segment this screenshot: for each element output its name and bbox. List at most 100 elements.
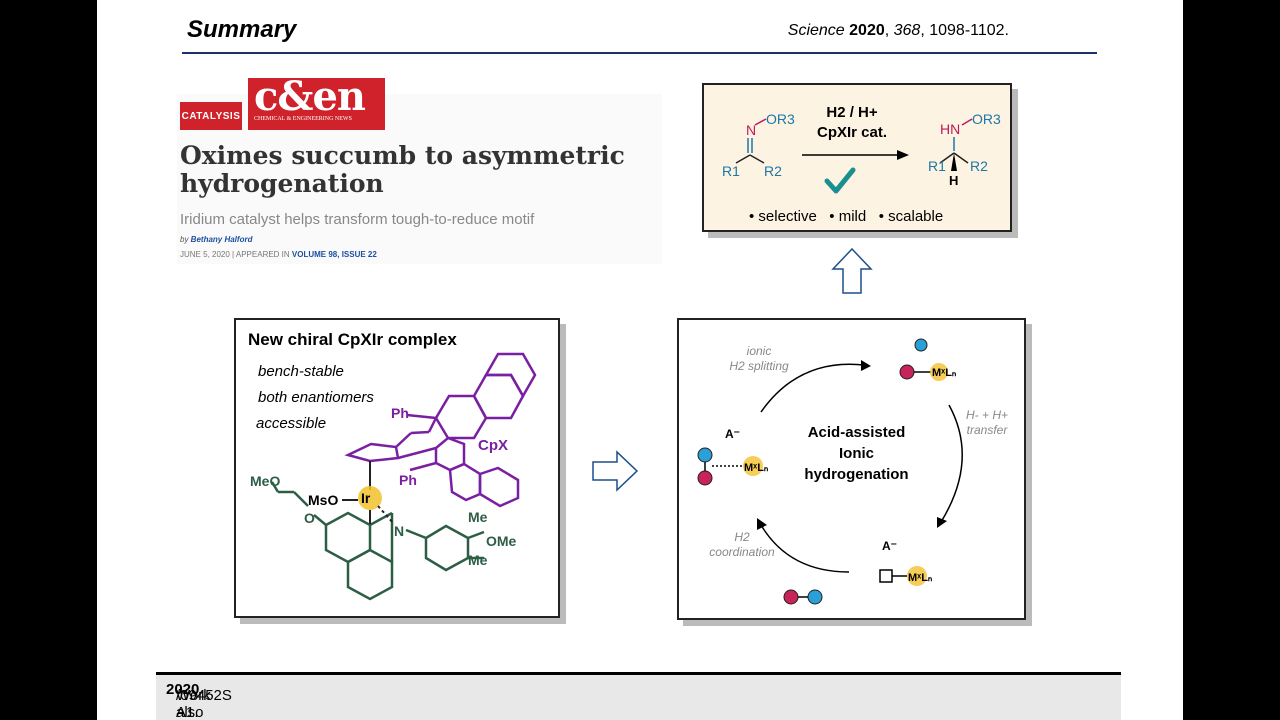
step-label-coordination: H2 coordination bbox=[697, 530, 787, 560]
reaction-scheme-box: N OR3 R1 R2 HN OR3 R1 R2 H H2 / H+ bbox=[702, 83, 1012, 232]
footer-prefix: Work also patented, see: WO bbox=[176, 687, 211, 720]
product-hn: HN bbox=[940, 121, 960, 137]
substrate-r2: R2 bbox=[764, 163, 782, 179]
h-atom-left-top bbox=[697, 447, 713, 463]
reagent-line-2: CpXIr cat. bbox=[816, 124, 888, 141]
footer-suffix: /09452S A1. bbox=[176, 687, 232, 720]
cycle-arrow-top-head bbox=[861, 360, 871, 371]
h2-atom-left bbox=[783, 589, 799, 605]
category-badge: CATALYSIS bbox=[180, 102, 242, 130]
product-h: H bbox=[949, 173, 958, 188]
iridium-complex-structure: Ph Ph CpX Ir MsO bbox=[250, 352, 537, 601]
metal-atom-top bbox=[930, 363, 948, 381]
cpx-ligand bbox=[344, 352, 537, 508]
substrate-r1: R1 bbox=[722, 163, 740, 179]
step-right-line-2: transfer bbox=[966, 423, 1008, 437]
reference: Science 2020, 368, 1098-1102. bbox=[787, 22, 1009, 39]
metal-top-label: MˣLₙ bbox=[932, 367, 957, 379]
h-minus-atom bbox=[899, 364, 915, 380]
slide-title: Summary bbox=[187, 16, 297, 43]
step-right-line-1: H- + H+ bbox=[965, 408, 1008, 422]
reference-journal: Science bbox=[787, 22, 845, 39]
product-amine bbox=[939, 118, 973, 164]
footer-text: Work also patented, see: WO 2020/09452S … bbox=[166, 681, 232, 720]
anion-left-label: A⁻ bbox=[725, 427, 740, 441]
property-bench-stable: bench-stable bbox=[258, 363, 344, 380]
byline-prefix: by bbox=[180, 235, 191, 244]
metal-left-label: MˣLₙ bbox=[744, 462, 769, 474]
ir-n-dative bbox=[377, 505, 395, 525]
o-label: O bbox=[304, 510, 315, 526]
substrate-or3: OR3 bbox=[766, 111, 795, 127]
slide: Summary Science 2020, 368, 1098-1102. CA… bbox=[97, 0, 1183, 720]
feature-list: • selective • mild • scalable bbox=[749, 208, 944, 225]
reference-year: 2020 bbox=[849, 22, 885, 39]
ir-atom bbox=[358, 486, 382, 510]
step-bottom-line-1: H2 bbox=[734, 530, 750, 544]
date-prefix: JUNE 5, 2020 | APPEARED IN bbox=[180, 250, 292, 259]
metal-atom-bottom bbox=[907, 566, 927, 586]
me-top-label: Me bbox=[468, 509, 488, 525]
property-accessible: accessible bbox=[256, 415, 327, 432]
article-dateline: JUNE 5, 2020 | APPEARED IN VOLUME 98, IS… bbox=[180, 250, 377, 259]
center-line-3: hydrogenation bbox=[804, 466, 909, 483]
cycle-arrow-bottom-head bbox=[757, 518, 767, 530]
right-arrow-icon bbox=[592, 450, 639, 492]
cpx-label: CpX bbox=[478, 437, 508, 454]
meo-label: MeO bbox=[250, 473, 280, 489]
vacant-site-icon bbox=[879, 569, 893, 583]
cycle-arrow-right-head bbox=[937, 517, 947, 528]
n-label: N bbox=[394, 523, 404, 539]
check-icon bbox=[824, 167, 856, 194]
center-line-2: Ionic bbox=[838, 445, 874, 462]
feature-scalable: scalable bbox=[888, 208, 944, 225]
article-subheadline: Iridium catalyst helps transform tough-t… bbox=[180, 211, 535, 228]
cycle-arrow-top bbox=[760, 363, 865, 413]
anion-bottom-label: A⁻ bbox=[882, 539, 897, 553]
reference-volume: 368 bbox=[893, 22, 921, 39]
ph-bottom-label: Ph bbox=[399, 472, 417, 488]
cen-logo-text: c&en bbox=[254, 73, 366, 120]
reagent-line-1: H2 / H+ bbox=[826, 104, 878, 121]
step-top-line-1: ionic bbox=[746, 344, 772, 358]
cycle-arrow-bottom bbox=[760, 524, 850, 573]
substrate-n: N bbox=[746, 122, 756, 138]
step-bottom-line-2: coordination bbox=[709, 545, 775, 559]
green-ligand bbox=[270, 481, 485, 601]
article-author: Bethany Halford bbox=[190, 235, 253, 244]
cen-logo: c&en CHEMICAL & ENGINEERING NEWS bbox=[248, 73, 385, 130]
catalytic-cycle-box: MˣLₙ MˣLₙ A⁻ MˣLₙ A⁻ Acid-assisted Ionic… bbox=[677, 318, 1026, 620]
center-line-1: Acid-assisted bbox=[807, 424, 906, 441]
footer-year: 2020 bbox=[166, 681, 200, 698]
ome-label: OMe bbox=[486, 533, 517, 549]
metal-atom-left bbox=[743, 456, 763, 476]
cycle-arrow-right bbox=[940, 404, 963, 523]
property-both-enantiomers: both enantiomers bbox=[258, 389, 374, 406]
cycle-center-label: Acid-assisted Ionic hydrogenation bbox=[794, 422, 919, 485]
step-top-line-2: H2 splitting bbox=[729, 359, 789, 373]
metal-bottom-label: MˣLₙ bbox=[908, 572, 933, 584]
me-bottom-label: Me bbox=[468, 552, 488, 568]
ir-label: Ir bbox=[361, 490, 371, 506]
reaction-arrow-head bbox=[897, 150, 909, 160]
footer-note: Work also patented, see: WO 2020/09452S … bbox=[156, 672, 1121, 720]
complex-title: New chiral CpXIr complex bbox=[248, 330, 457, 349]
product-wedge bbox=[951, 153, 957, 171]
step-label-h2-splitting: ionic H2 splitting bbox=[719, 344, 799, 374]
article-byline: by Bethany Halford bbox=[180, 235, 252, 244]
product-r2: R2 bbox=[970, 158, 988, 174]
reference-pages: , 1098-1102. bbox=[920, 22, 1009, 39]
cen-article-clipping: CATALYSIS c&en CHEMICAL & ENGINEERING NE… bbox=[177, 75, 662, 264]
feature-selective: selective bbox=[758, 208, 817, 225]
product-or3: OR3 bbox=[972, 111, 1001, 127]
article-issue: VOLUME 98, ISSUE 22 bbox=[291, 250, 377, 259]
reaction-scheme-drawing: N OR3 R1 R2 HN OR3 R1 R2 H bbox=[722, 111, 1001, 194]
substrate-oxime bbox=[735, 118, 767, 164]
complex-box: New chiral CpXIr complex bench-stable bo… bbox=[234, 318, 560, 618]
h-atom-left-bottom bbox=[697, 470, 713, 486]
title-rule bbox=[182, 52, 1097, 54]
up-arrow-icon bbox=[831, 247, 873, 294]
feature-mild: mild bbox=[838, 208, 867, 225]
h2-atom-right bbox=[807, 589, 823, 605]
step-label-transfer: H- + H+ transfer bbox=[954, 408, 1020, 438]
